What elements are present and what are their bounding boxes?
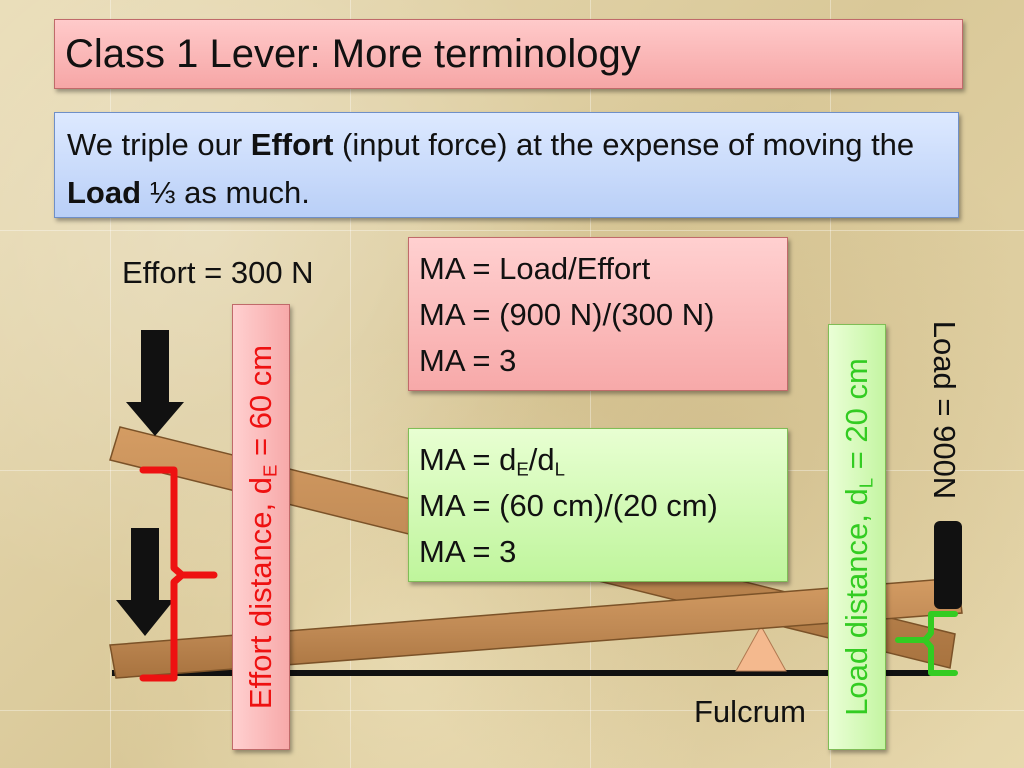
- intro-text: ⅓ as much.: [141, 175, 310, 210]
- ma-distance-line: MA = 3: [419, 534, 517, 569]
- intro-load-bold: Load: [67, 175, 142, 210]
- title-box: Class 1 Lever: More terminology: [54, 19, 963, 89]
- plank-lowered: [109, 577, 963, 679]
- load-force-label: Load = 900N: [927, 320, 962, 500]
- ma-force-line: MA = Load/Effort: [419, 251, 651, 286]
- effort-arrow-icon: [116, 528, 174, 636]
- grid-line: [350, 0, 351, 768]
- grid-line: [0, 710, 1024, 711]
- fulcrum-label: Fulcrum: [694, 694, 806, 729]
- fulcrum-triangle: [735, 624, 787, 672]
- load-distance-label: Load distance, dL = 20 cm: [839, 358, 877, 716]
- ma-force-line: MA = (900 N)/(300 N): [419, 297, 715, 332]
- intro-text: (input force) at the expense of moving t…: [333, 127, 915, 162]
- ma-force-line: MA = 3: [419, 343, 517, 378]
- effort-force-label: Effort = 300 N: [122, 255, 314, 290]
- load-bracket: [895, 611, 958, 676]
- effort-bracket: [139, 466, 218, 682]
- effort-arrow-icon: [126, 330, 184, 436]
- ma-distance-line: MA = dE/dL: [419, 442, 565, 480]
- effort-distance-label: Effort distance, dE = 60 cm: [243, 344, 281, 710]
- load-block: [934, 521, 962, 609]
- ground-line: [112, 670, 952, 676]
- grid-line: [0, 230, 1024, 231]
- intro-effort-bold: Effort: [250, 127, 334, 162]
- effort-distance-box: Effort distance, dE = 60 cm: [232, 304, 290, 750]
- load-distance-box: Load distance, dL = 20 cm: [828, 324, 886, 750]
- grid-line: [110, 0, 111, 768]
- ma-distance-box: MA = dE/dL MA = (60 cm)/(20 cm) MA = 3: [408, 428, 788, 582]
- ma-distance-line: MA = (60 cm)/(20 cm): [419, 488, 718, 523]
- slide-title: Class 1 Lever: More terminology: [65, 31, 641, 76]
- ma-force-box: MA = Load/Effort MA = (900 N)/(300 N) MA…: [408, 237, 788, 391]
- intro-text: We triple our: [67, 127, 251, 162]
- intro-box: We triple our Effort (input force) at th…: [54, 112, 959, 218]
